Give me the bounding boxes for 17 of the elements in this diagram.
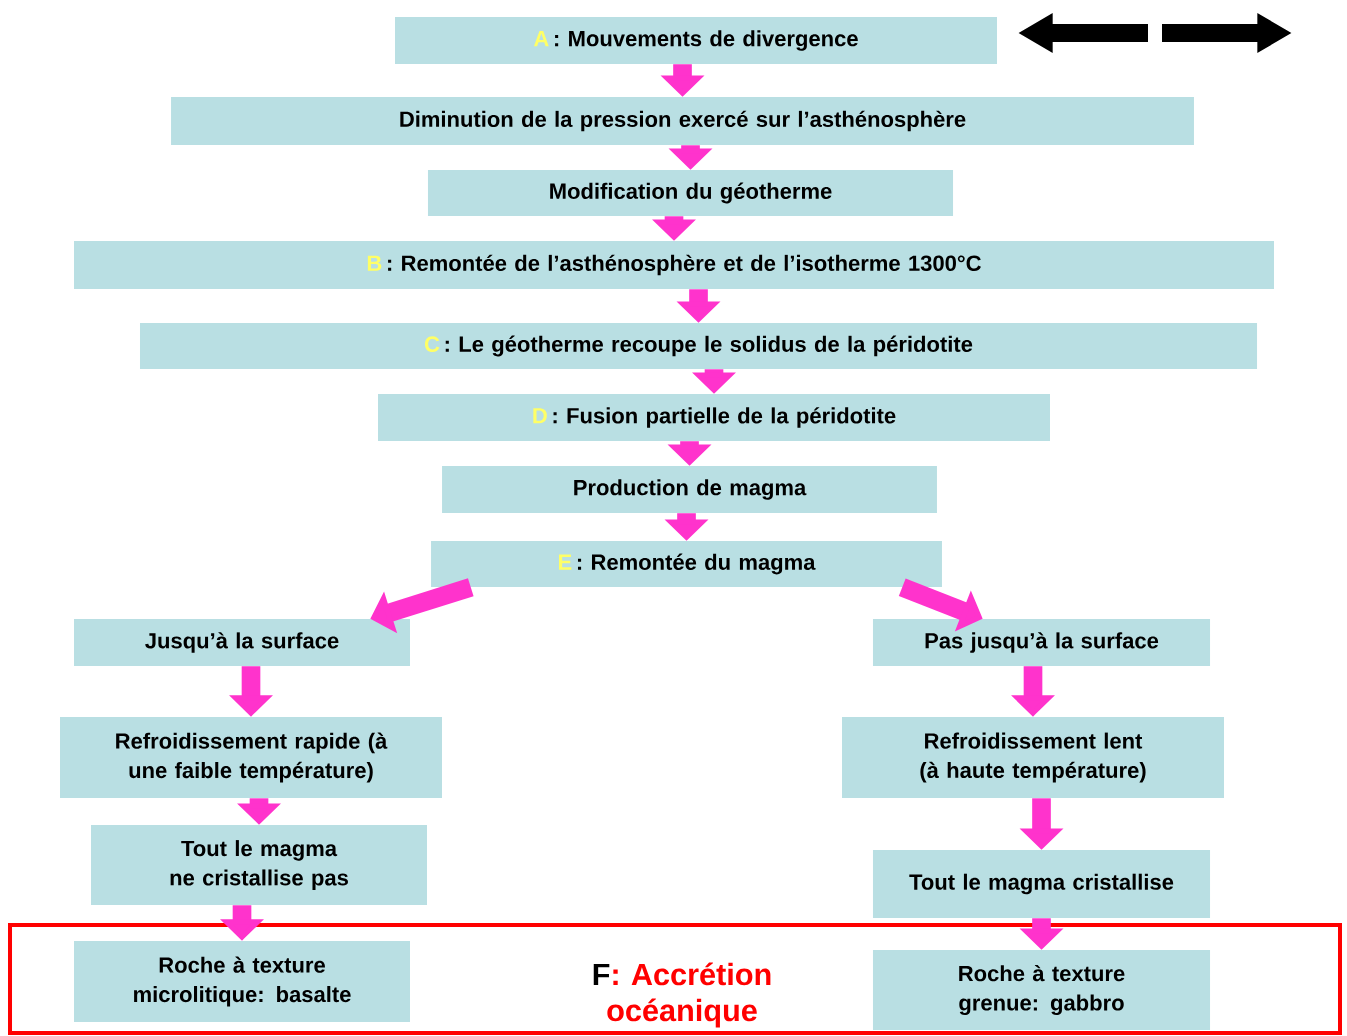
process-box: C : Le géotherme recoupe le solidus de la péridotite	[140, 323, 1258, 369]
process-box: Refroidissement lent (à haute température)	[842, 716, 1224, 799]
heading: F: Accrétion océanique	[593, 962, 771, 1028]
process-box: Roche à texture grenue: gabbro	[872, 950, 1211, 1030]
process-box: Modification du géotherme	[428, 170, 954, 216]
process-box: Diminution de la pression exercé sur l’asthénosphère	[171, 97, 1194, 145]
process-box: Tout le magma cristallise	[872, 850, 1211, 918]
process-box: Roche à texture microlitique: basalte	[74, 940, 410, 1023]
process-box: E : Remontée du magma	[431, 541, 942, 587]
process-box: B : Remontée de l’asthénosphère et de l’isotherme 1300°C	[74, 241, 1274, 289]
process-box: Production de magma	[442, 466, 937, 513]
process-box: Jusqu’à la surface	[74, 619, 410, 666]
process-box: Pas jusqu’à la surface	[872, 619, 1211, 666]
process-box: D : Fusion partielle de la péridotite	[378, 394, 1050, 441]
process-box: A : Mouvements de divergence	[395, 17, 997, 64]
process-box: Tout le magma ne cristallise pas	[91, 825, 427, 905]
process-box: Refroidissement rapide (à une faible température)	[60, 716, 442, 799]
